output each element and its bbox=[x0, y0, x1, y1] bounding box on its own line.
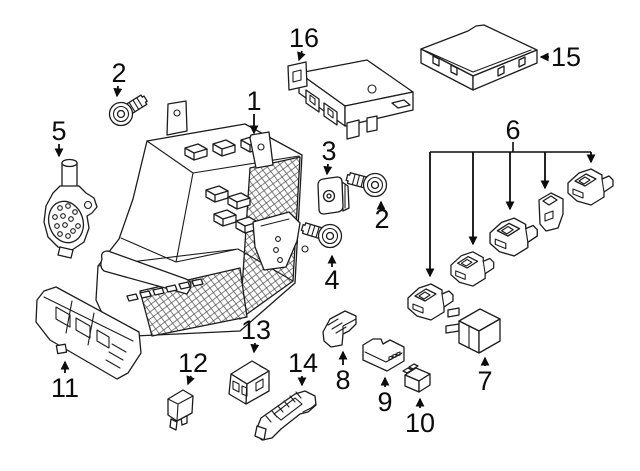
part-12-fuse bbox=[167, 389, 194, 431]
relay-blocks bbox=[184, 135, 264, 234]
part-16-control-module bbox=[287, 59, 414, 140]
mounting-tab-top bbox=[166, 100, 188, 136]
mounting-tab-right bbox=[249, 131, 274, 169]
callout-4-label: 4 bbox=[324, 265, 339, 295]
callout-15-label: 15 bbox=[551, 42, 581, 72]
part-6-connector-b bbox=[450, 251, 495, 287]
callout-9: 9 bbox=[377, 376, 393, 417]
part-3-mount-clip bbox=[317, 176, 350, 215]
part-9-holder-bracket bbox=[362, 338, 405, 372]
part-6-connector-d bbox=[538, 192, 564, 232]
callout-12: 12 bbox=[178, 348, 208, 386]
callout-3: 3 bbox=[321, 136, 337, 176]
part-15-control-module bbox=[420, 24, 538, 91]
part-13-connector-housing bbox=[228, 360, 270, 405]
part-6-connector-c bbox=[489, 217, 538, 257]
callout-11-label: 11 bbox=[51, 373, 79, 403]
callout-16-label: 16 bbox=[289, 23, 319, 53]
callout-9-label: 9 bbox=[377, 387, 392, 417]
side-bracket-arm bbox=[252, 211, 301, 271]
callout-5: 5 bbox=[51, 116, 67, 158]
callout-11: 11 bbox=[51, 360, 79, 403]
part-2-bolt-upper bbox=[108, 94, 148, 127]
callout-5-label: 5 bbox=[51, 116, 66, 146]
part-5-alarm-horn bbox=[43, 158, 98, 259]
callout-8-label: 8 bbox=[335, 365, 350, 395]
part-14-bus-bar bbox=[254, 390, 317, 441]
callout-2-upper-label: 2 bbox=[111, 58, 126, 88]
callout-3-label: 3 bbox=[321, 136, 336, 166]
callout-14-label: 14 bbox=[288, 348, 318, 378]
callout-10: 10 bbox=[405, 397, 435, 438]
callout-2-middle: 2 bbox=[374, 200, 390, 234]
callout-7-label: 7 bbox=[477, 366, 492, 396]
part-8-clip-bracket bbox=[322, 310, 357, 348]
callout-4: 4 bbox=[324, 254, 340, 295]
part-10-connector bbox=[402, 363, 431, 393]
callout-6: 6 bbox=[425, 115, 596, 278]
callout-1-label: 1 bbox=[246, 86, 261, 116]
callout-10-label: 10 bbox=[405, 408, 435, 438]
part-7-relay bbox=[445, 307, 501, 354]
callout-8: 8 bbox=[335, 350, 351, 395]
callout-15: 15 bbox=[539, 42, 581, 72]
callout-16: 16 bbox=[289, 23, 319, 62]
part-6-connector-e bbox=[567, 168, 614, 206]
callout-13-label: 13 bbox=[241, 315, 271, 345]
callout-1: 1 bbox=[246, 86, 262, 135]
part-11-fuse-holder-module bbox=[35, 286, 142, 380]
horn-speaker-holes bbox=[52, 203, 81, 239]
callout-2-middle-label: 2 bbox=[374, 204, 389, 234]
part-4-bolt bbox=[300, 222, 343, 249]
callout-2-upper: 2 bbox=[111, 58, 127, 98]
callout-7: 7 bbox=[477, 356, 493, 396]
callout-14: 14 bbox=[288, 348, 318, 387]
part-2-bolt-middle bbox=[345, 172, 388, 198]
part-6-connector-a bbox=[407, 283, 454, 321]
callout-12-label: 12 bbox=[178, 348, 208, 378]
callout-6-label: 6 bbox=[505, 115, 520, 145]
fuse-socket-row bbox=[126, 278, 204, 302]
part-1-fuse-box-bracket bbox=[95, 100, 309, 338]
callout-13: 13 bbox=[241, 315, 271, 354]
